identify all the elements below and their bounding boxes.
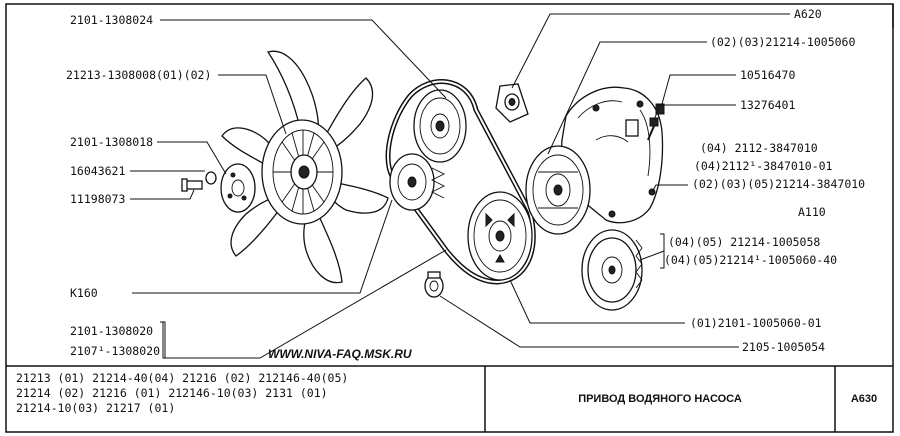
hub-flange [220,163,256,213]
applicability-line-3: 21214-10(03) 21217 (01) [16,401,175,415]
label-pump-variant-2: (04)2112¹-3847010-01 [694,159,833,173]
sheet-code: A630 [851,393,877,405]
label-crank-variant-1: (04)(05) 21214-1005058 [668,235,820,249]
label-pulley-a: 2101-1308020 [70,324,153,338]
crankshaft-pulley [581,229,643,311]
tensioner-pulley [389,153,446,211]
label-bolt-13276401: 13276401 [740,98,795,112]
small-washer [205,171,217,185]
drive-belt [385,79,536,285]
label-a110: A110 [798,205,826,219]
pump-cap [495,83,529,123]
watermark: WWW.NIVA-FAQ.MSK.RU [268,347,412,361]
label-fan: 21213-1308008(01)(02) [66,68,211,82]
leader-lines [130,13,790,359]
label-pump-variant-1: (04) 2112-3847010 [700,141,818,155]
label-pump-ref: (02)(03)21214-1005060 [710,35,855,49]
label-fan-hub: 2101-1308024 [70,13,153,27]
label-washer: 11198073 [70,192,125,206]
pump-pulley [467,191,533,281]
label-seal: 2105-1005054 [742,340,825,354]
label-crank-variant-2: (04)(05)21214¹-1005060-40 [664,253,837,267]
label-pulley-b: 2107¹-1308020 [70,344,160,358]
sheet-title: ПРИВОД ВОДЯНОГО НАСОСА [578,393,742,405]
oil-seal [424,271,444,298]
frame-border [5,3,894,433]
generator-pulley [413,89,467,163]
label-pump-variant-3: (02)(03)(05)21214-3847010 [692,177,865,191]
bolt-part [181,178,203,192]
label-belt: K160 [70,286,98,300]
label-a620: A620 [794,7,822,21]
label-crank-pulley: (01)2101-1005060-01 [690,316,822,330]
applicability-line-2: 21214 (02) 21216 (01) 212146-10(03) 2131… [16,386,328,400]
label-fan-nut: 2101-1308018 [70,135,153,149]
pump-impeller-pulley [525,145,591,235]
pump-bolts [647,103,665,141]
label-bolt: 16043621 [70,164,125,178]
label-bolt-10516470: 10516470 [740,68,795,82]
fan-illustration [221,50,389,284]
applicability-line-1: 21213 (01) 21214-40(04) 21216 (02) 21214… [16,371,348,385]
